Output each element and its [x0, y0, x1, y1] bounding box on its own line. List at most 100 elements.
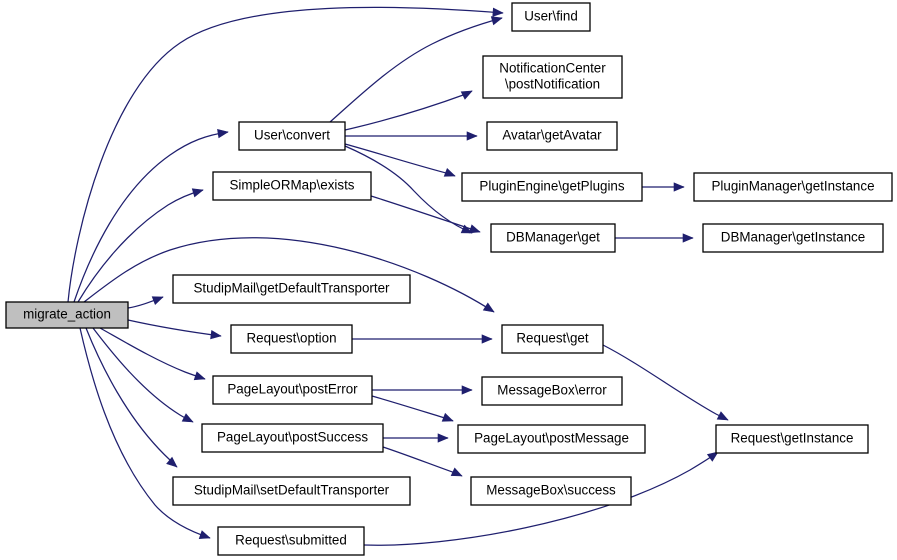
node-box[interactable]	[461, 172, 643, 202]
node-avatar_getavatar[interactable]: Avatar\getAvatar	[486, 121, 618, 151]
node-box[interactable]	[482, 55, 623, 99]
node-pluginengine_getplugins[interactable]: PluginEngine\getPlugins	[461, 172, 643, 202]
node-label: User\convert	[254, 128, 330, 143]
edge-line	[344, 90, 473, 131]
edge-dbmanager_get-to-dbmanager_getinstance	[615, 233, 694, 243]
edge-arrowhead	[490, 16, 503, 26]
edge-arrowhead	[217, 129, 229, 139]
edge-simpleormap_exists-to-dbmanager_get	[370, 195, 481, 234]
node-box[interactable]	[217, 526, 365, 556]
node-label: StudipMail\setDefaultTransporter	[194, 483, 390, 498]
node-pagelayout_posterror[interactable]: PageLayout\postError	[212, 375, 373, 405]
edge-line	[99, 327, 206, 380]
node-request_get[interactable]: Request\get	[501, 324, 604, 354]
edge-migrate_action-to-pagelayout_postsuccess	[92, 327, 194, 423]
edge-arrowhead	[450, 467, 463, 477]
node-migrate_action[interactable]: migrate_action	[5, 301, 129, 329]
node-box[interactable]	[501, 324, 604, 354]
node-box[interactable]	[230, 324, 353, 354]
edge-line	[79, 327, 211, 539]
edge-arrowhead	[492, 7, 504, 17]
node-label: NotificationCenter	[499, 61, 606, 76]
edge-line	[83, 237, 495, 313]
edge-user_convert-to-pluginengine_getplugins	[344, 143, 456, 177]
node-label: Request\getInstance	[731, 431, 854, 446]
node-messagebox_success[interactable]: MessageBox\success	[470, 476, 632, 506]
node-request_option[interactable]: Request\option	[230, 324, 353, 354]
edge-arrowhead	[461, 385, 473, 395]
edge-line	[382, 446, 463, 477]
edge-user_convert-to-notification_center	[344, 90, 473, 131]
edge-migrate_action-to-studipmail_setdefaulttransporter	[85, 327, 178, 468]
edge-arrowhead	[441, 412, 454, 422]
edge-migrate_action-to-user_convert	[73, 129, 229, 303]
edge-migrate_action-to-user_find	[67, 6, 504, 303]
node-dbmanager_getinstance[interactable]: DBManager\getInstance	[702, 223, 884, 253]
node-notification_center[interactable]: NotificationCenter\postNotification	[482, 55, 623, 99]
edge-arrowhead	[151, 296, 164, 306]
node-request_getinstance[interactable]: Request\getInstance	[715, 424, 869, 454]
node-label: MessageBox\error	[497, 383, 607, 398]
node-simpleormap_exists[interactable]: SimpleORMap\exists	[212, 171, 372, 201]
node-box[interactable]	[511, 2, 591, 32]
node-box[interactable]	[490, 223, 616, 253]
edge-arrowhead	[673, 182, 685, 192]
node-label: Avatar\getAvatar	[502, 128, 602, 143]
node-messagebox_error[interactable]: MessageBox\error	[481, 376, 623, 406]
node-box[interactable]	[457, 424, 646, 454]
edge-pagelayout_postsuccess-to-pagelayout_postmessage	[383, 433, 449, 443]
edge-line	[73, 131, 229, 303]
node-box[interactable]	[715, 424, 869, 454]
edge-arrowhead	[468, 224, 481, 234]
edge-arrowhead	[191, 188, 204, 198]
edge-line	[67, 6, 504, 303]
node-box[interactable]	[486, 121, 618, 151]
edges-layer	[67, 6, 729, 546]
edge-pagelayout_posterror-to-pagelayout_postmessage	[371, 395, 454, 422]
node-studipmail_getdefaulttransporter[interactable]: StudipMail\getDefaultTransporter	[172, 274, 411, 304]
edge-migrate_action-to-request_option	[127, 319, 222, 340]
node-pluginmanager_getinstance[interactable]: PluginManager\getInstance	[693, 172, 893, 202]
edge-arrowhead	[198, 530, 211, 539]
edge-user_convert-to-avatar_getavatar	[345, 131, 478, 141]
node-label: StudipMail\getDefaultTransporter	[194, 281, 391, 296]
node-box[interactable]	[5, 301, 129, 329]
edge-arrowhead	[682, 233, 694, 243]
node-box[interactable]	[470, 476, 632, 506]
node-user_convert[interactable]: User\convert	[238, 121, 346, 151]
node-box[interactable]	[201, 423, 384, 453]
node-box[interactable]	[238, 121, 346, 151]
node-studipmail_setdefaulttransporter[interactable]: StudipMail\setDefaultTransporter	[172, 476, 411, 506]
edge-line	[77, 189, 204, 303]
edge-arrowhead	[466, 131, 478, 141]
node-label: \postNotification	[505, 77, 600, 92]
edge-line	[329, 17, 503, 123]
node-box[interactable]	[212, 171, 372, 201]
node-pagelayout_postmessage[interactable]: PageLayout\postMessage	[457, 424, 646, 454]
edge-arrowhead	[481, 334, 493, 344]
edge-arrowhead	[166, 456, 178, 468]
edge-arrowhead	[482, 302, 495, 313]
node-box[interactable]	[172, 274, 411, 304]
node-box[interactable]	[212, 375, 373, 405]
edge-arrowhead	[437, 433, 449, 443]
node-label: Request\submitted	[235, 533, 347, 548]
edge-pagelayout_postsuccess-to-messagebox_success	[382, 446, 463, 477]
node-box[interactable]	[172, 476, 411, 506]
node-user_find[interactable]: User\find	[511, 2, 591, 32]
node-label: SimpleORMap\exists	[229, 178, 354, 193]
edge-arrowhead	[706, 451, 719, 462]
node-box[interactable]	[481, 376, 623, 406]
node-box[interactable]	[693, 172, 893, 202]
edge-pluginengine_getplugins-to-pluginmanager_getinstance	[642, 182, 685, 192]
edge-request_get-to-request_getinstance	[602, 344, 729, 421]
edge-line	[371, 395, 454, 422]
node-box[interactable]	[702, 223, 884, 253]
node-label: PageLayout\postError	[227, 382, 358, 397]
edge-arrowhead	[460, 90, 473, 100]
node-pagelayout_postsuccess[interactable]: PageLayout\postSuccess	[201, 423, 384, 453]
node-dbmanager_get[interactable]: DBManager\get	[490, 223, 616, 253]
node-request_submitted[interactable]: Request\submitted	[217, 526, 365, 556]
